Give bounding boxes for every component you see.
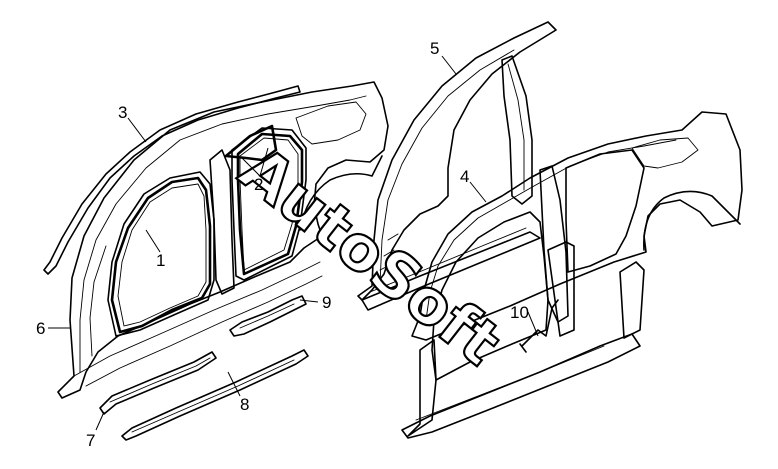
- roof-rail-molding: [43, 85, 301, 275]
- rear-door-weatherstrip: [236, 132, 304, 276]
- callout-6: 6: [36, 319, 45, 338]
- rear-door-weatherstrip-secondary: [224, 124, 278, 162]
- callout-labels: 1 2 3 4 5 6 7 8 9 10: [36, 39, 529, 450]
- callout-5: 5: [430, 39, 439, 58]
- callout-8: 8: [240, 395, 249, 414]
- clip-part: [519, 299, 559, 353]
- callout-2: 2: [254, 175, 263, 194]
- leader-lines: [48, 55, 539, 431]
- callout-3: 3: [118, 103, 127, 122]
- callout-9: 9: [322, 293, 331, 312]
- sill-trim-9: [229, 295, 307, 337]
- front-door-weatherstrip: [110, 176, 212, 334]
- callout-1: 1: [156, 251, 165, 270]
- outer-body-side-panel: [401, 111, 743, 439]
- callout-7: 7: [86, 431, 95, 450]
- inner-pillar-panel: [357, 21, 557, 311]
- sill-trim-7: [99, 351, 217, 415]
- sill-trim-8: [121, 349, 309, 441]
- callout-10: 10: [510, 303, 529, 322]
- callout-4: 4: [460, 167, 469, 186]
